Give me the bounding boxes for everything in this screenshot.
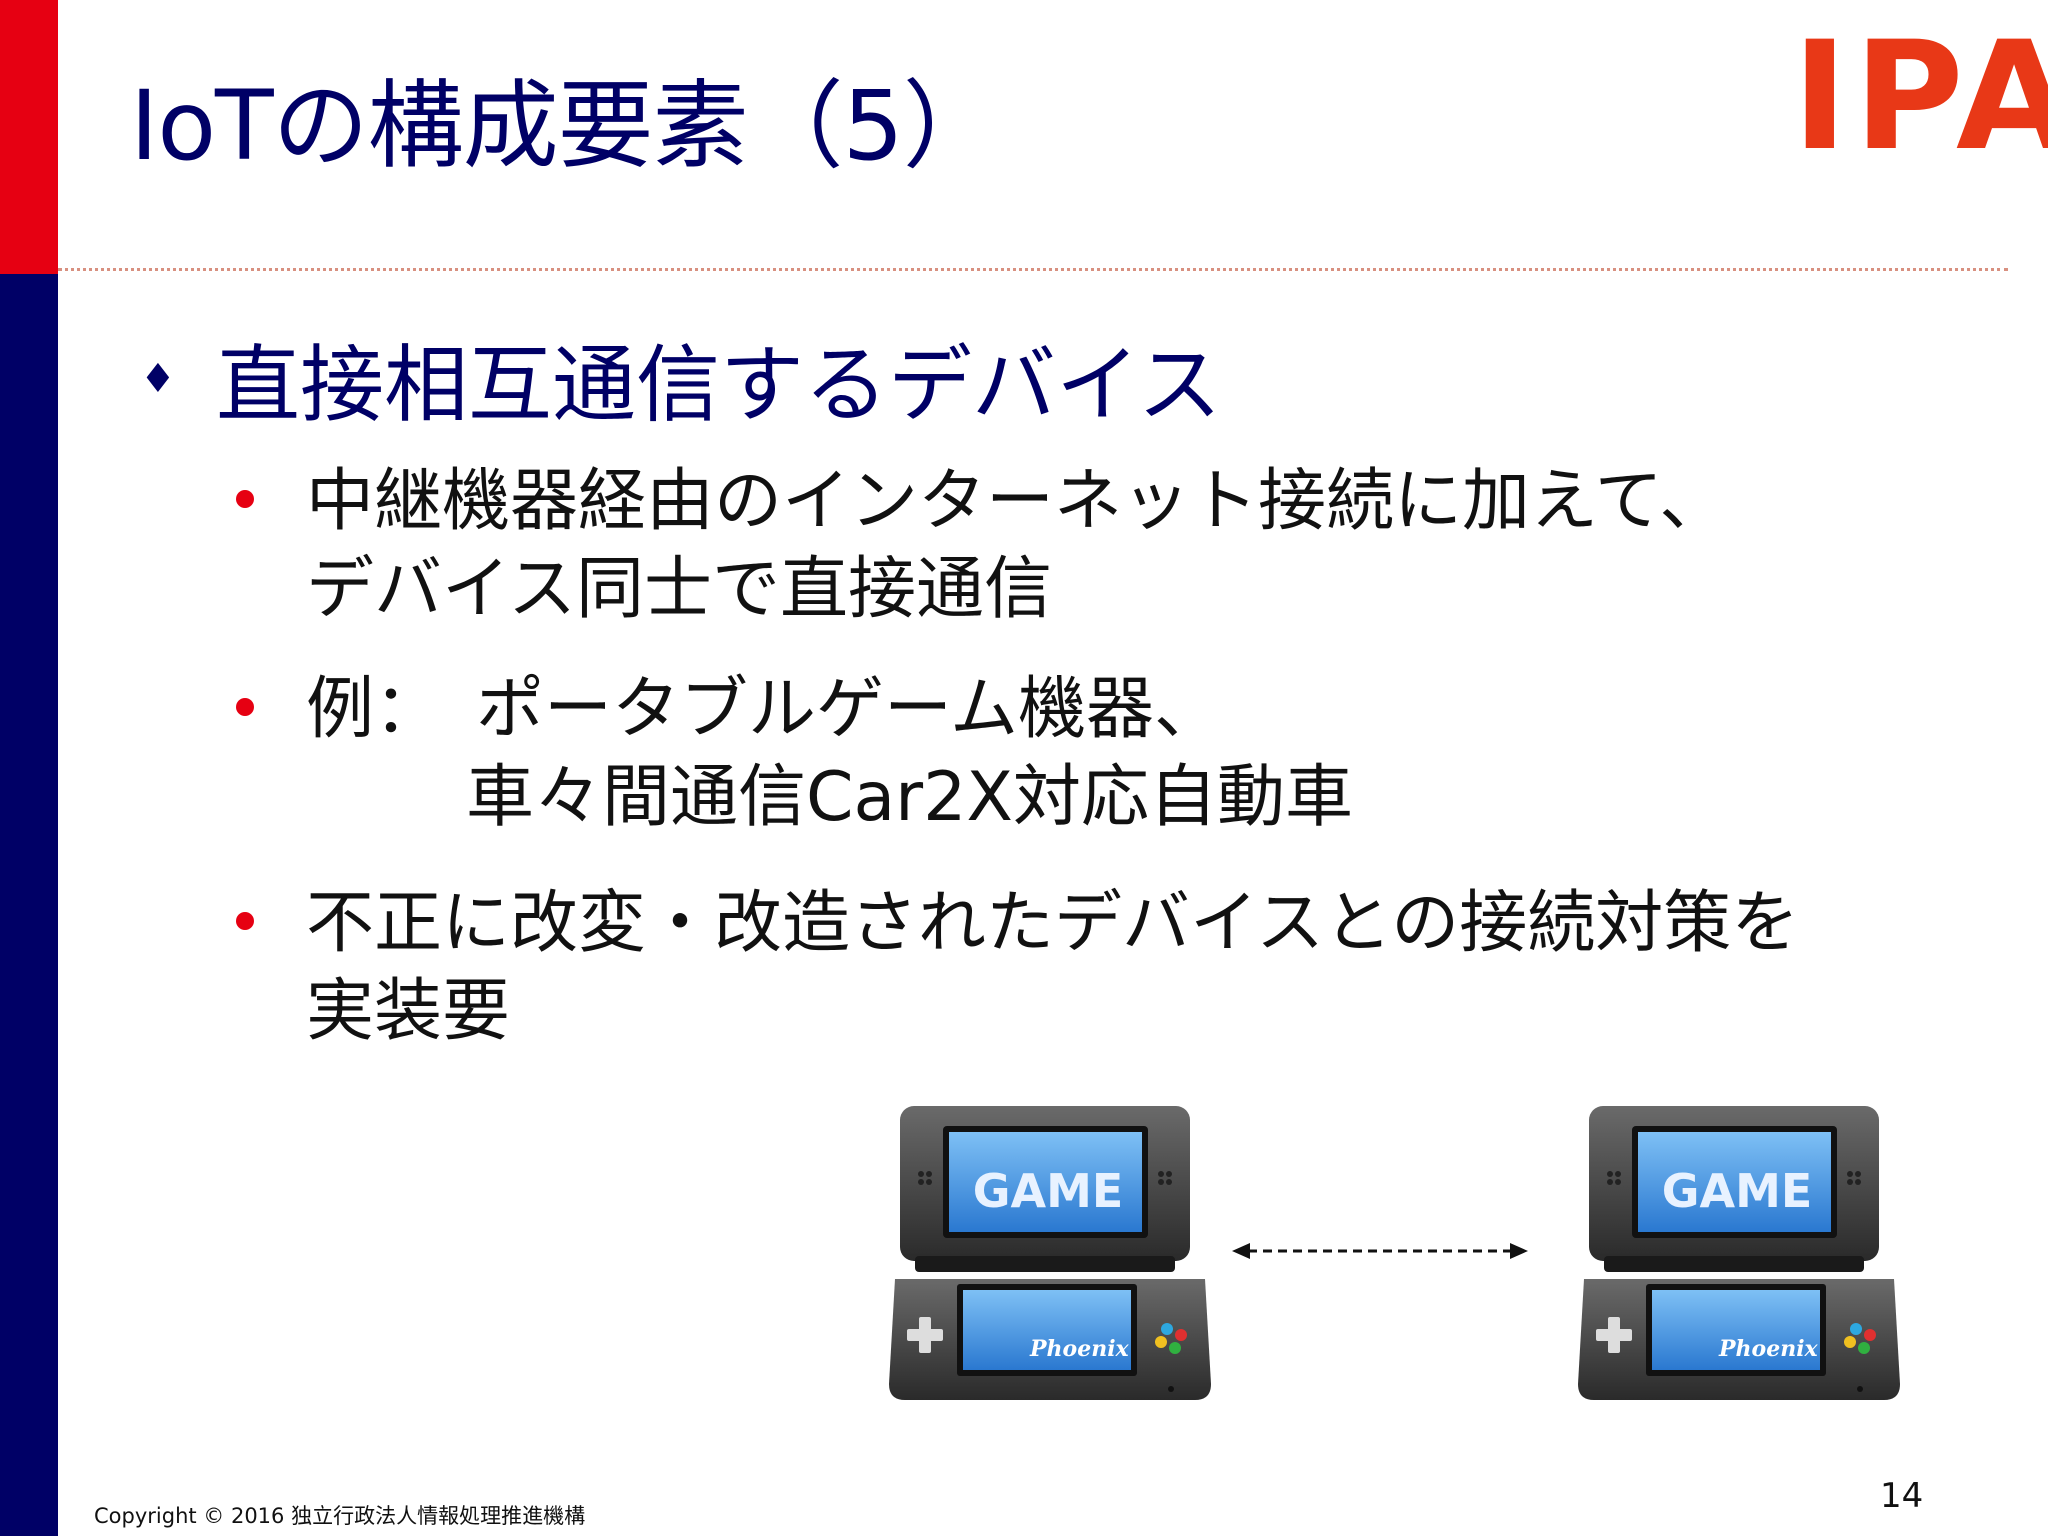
- ipa-logo: IPA: [1792, 10, 2048, 184]
- slide-title: IoTの構成要素（5）: [130, 70, 999, 182]
- device-left-screen-text: GAME: [972, 1164, 1124, 1218]
- sub-bullet-1-line1: 中継機器経由のインターネット接続に加えて、: [306, 462, 1728, 541]
- main-bullet: ♦ 直接相互通信するデバイス: [140, 318, 1221, 439]
- red-dot-bullet-icon: [236, 490, 254, 508]
- sub-bullet-1-line2: デバイス同士で直接通信: [306, 550, 1052, 629]
- sub-bullet-3-line1: 不正に改変・改造されたデバイスとの接続対策を: [306, 884, 1800, 963]
- page-number: 14: [1880, 1476, 1924, 1516]
- sidebar-navy-bar: [0, 274, 58, 1536]
- device-right-brand: Phoenix: [1719, 1336, 1818, 1362]
- main-bullet-text: 直接相互通信するデバイス: [216, 336, 1222, 434]
- portable-game-device-left: [889, 1106, 1211, 1400]
- device-left-brand: Phoenix: [1030, 1336, 1129, 1362]
- diamond-bullet-icon: ♦: [140, 355, 176, 402]
- sub-bullet-2-line1: 例： ポータブルゲーム機器、: [306, 670, 1222, 749]
- red-dot-bullet-icon: [236, 912, 254, 930]
- copyright-footer: Copyright © 2016 独立行政法人情報処理推進機構: [94, 1504, 586, 1528]
- sub-bullet-2-line2: 車々間通信Car2X対応自動車: [466, 758, 1353, 837]
- title-divider: [58, 268, 2008, 271]
- bidirectional-arrow-icon: [1232, 1243, 1528, 1259]
- device-right-screen-text: GAME: [1661, 1164, 1813, 1218]
- sub-bullet-3-line2: 実装要: [306, 972, 511, 1051]
- sidebar-red-bar: [0, 0, 58, 274]
- portable-game-device-right: [1578, 1106, 1900, 1400]
- red-dot-bullet-icon: [236, 698, 254, 716]
